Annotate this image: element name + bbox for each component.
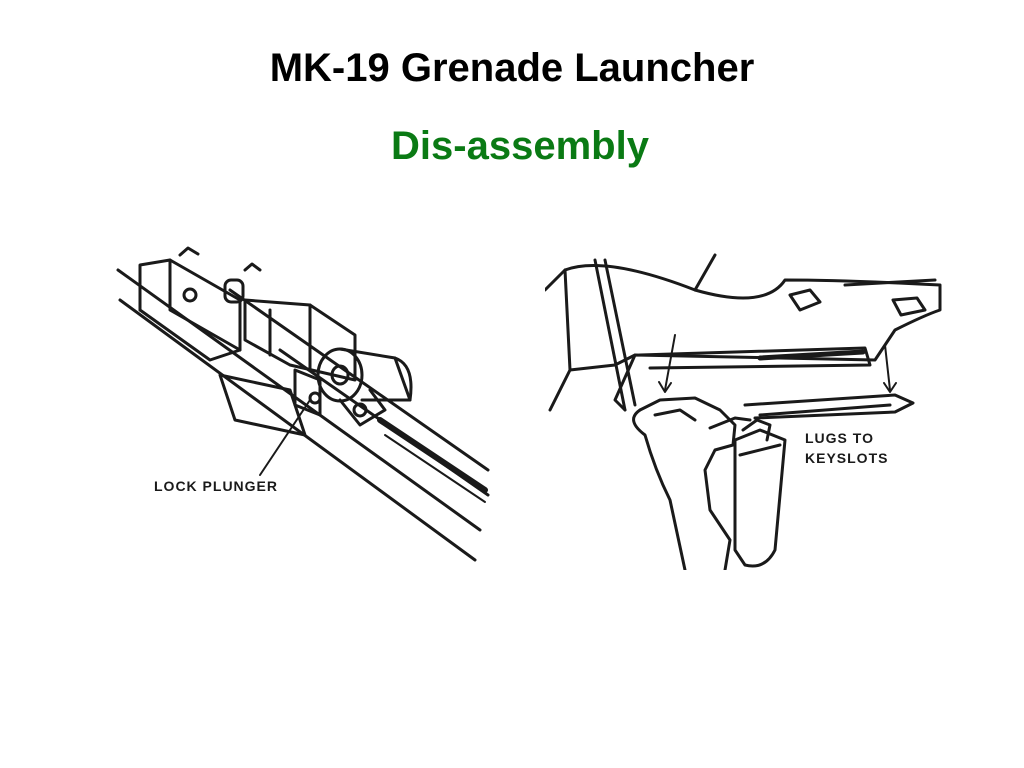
lugs-keyslots-drawing (543, 253, 942, 572)
lugs-to-keyslots-label: LUGS TO KEYSLOTS (805, 430, 889, 466)
slide-subtitle: Dis-assembly (391, 124, 649, 168)
lock-plunger-label: LOCK PLUNGER (154, 478, 278, 494)
lock-plunger-drawing (116, 246, 490, 562)
lugs-to-keyslots-figure: LUGS TO KEYSLOTS (543, 240, 955, 572)
slide-title: MK-19 Grenade Launcher (269, 46, 755, 90)
lock-plunger-figure: LOCK PLUNGER (110, 240, 490, 570)
